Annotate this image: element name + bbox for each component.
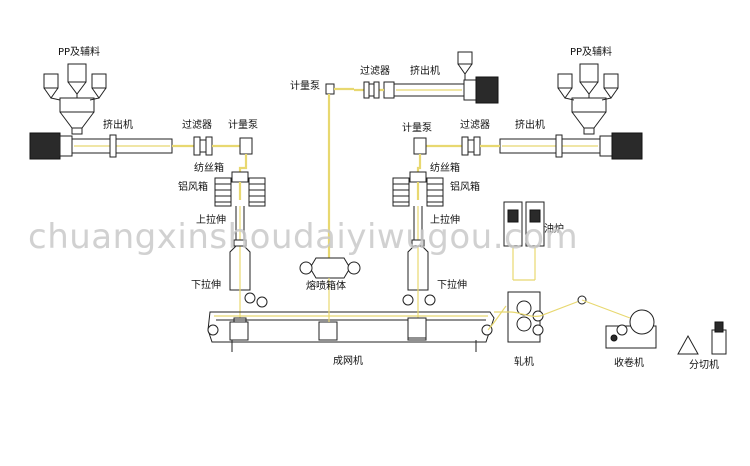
label-oil: 油炉 (544, 222, 564, 235)
calender (494, 291, 583, 343)
label-web-former: 成网机 (333, 354, 363, 367)
watermark: chuangxinshoudaiyiwugou.com (28, 217, 578, 257)
center-extruder (383, 51, 499, 104)
label-extruder-right: 挤出机 (515, 118, 545, 131)
right-spin-box (409, 171, 427, 200)
right-filter (426, 136, 500, 156)
label-filter-left: 过滤器 (182, 118, 212, 131)
label-pump-center: 计量泵 (290, 79, 320, 92)
label-pump-left: 计量泵 (228, 118, 258, 131)
left-filter (172, 136, 244, 156)
label-air-box-right: 铝风箱 (450, 180, 480, 193)
left-extruder (29, 132, 173, 160)
left-pump (238, 137, 253, 176)
label-extruder-center: 挤出机 (410, 64, 440, 77)
right-air-box (392, 177, 444, 207)
oil-heater (503, 201, 545, 281)
label-slitter: 分切机 (689, 358, 719, 371)
left-spin-box (231, 171, 249, 200)
label-filter-right: 过滤器 (460, 118, 490, 131)
label-upper-draw-right: 上拉伸 (430, 213, 460, 226)
label-upper-draw-left: 上拉伸 (196, 213, 226, 226)
label-lower-draw-right: 下拉伸 (437, 278, 467, 291)
label-winder: 收卷机 (614, 356, 644, 369)
label-calender: 轧机 (514, 355, 534, 368)
label-lower-draw-left: 下拉伸 (191, 278, 221, 291)
label-air-box-left: 铝风箱 (178, 180, 208, 193)
label-filter-center: 过滤器 (360, 64, 390, 77)
label-pp-left: PP及辅料 (58, 45, 100, 58)
right-hopper-group (557, 63, 619, 135)
center-filter (354, 81, 384, 99)
left-hopper-group (43, 63, 107, 135)
slitter (677, 321, 727, 355)
label-spin-box-left: 纺丝箱 (194, 161, 224, 174)
label-spin-box-right: 纺丝箱 (430, 161, 460, 174)
label-pump-right: 计量泵 (402, 121, 432, 134)
left-air-box (214, 177, 266, 207)
label-extruder-left: 挤出机 (103, 118, 133, 131)
center-pump (325, 83, 354, 262)
winder (577, 295, 657, 349)
right-pump (413, 137, 427, 176)
right-extruder (499, 132, 643, 160)
label-meltblown: 熔喷箱体 (306, 279, 346, 292)
web-former (207, 305, 507, 352)
meltblown-box (299, 257, 361, 322)
label-pp-right: PP及辅料 (570, 45, 612, 58)
right-drawing-column (402, 206, 436, 339)
